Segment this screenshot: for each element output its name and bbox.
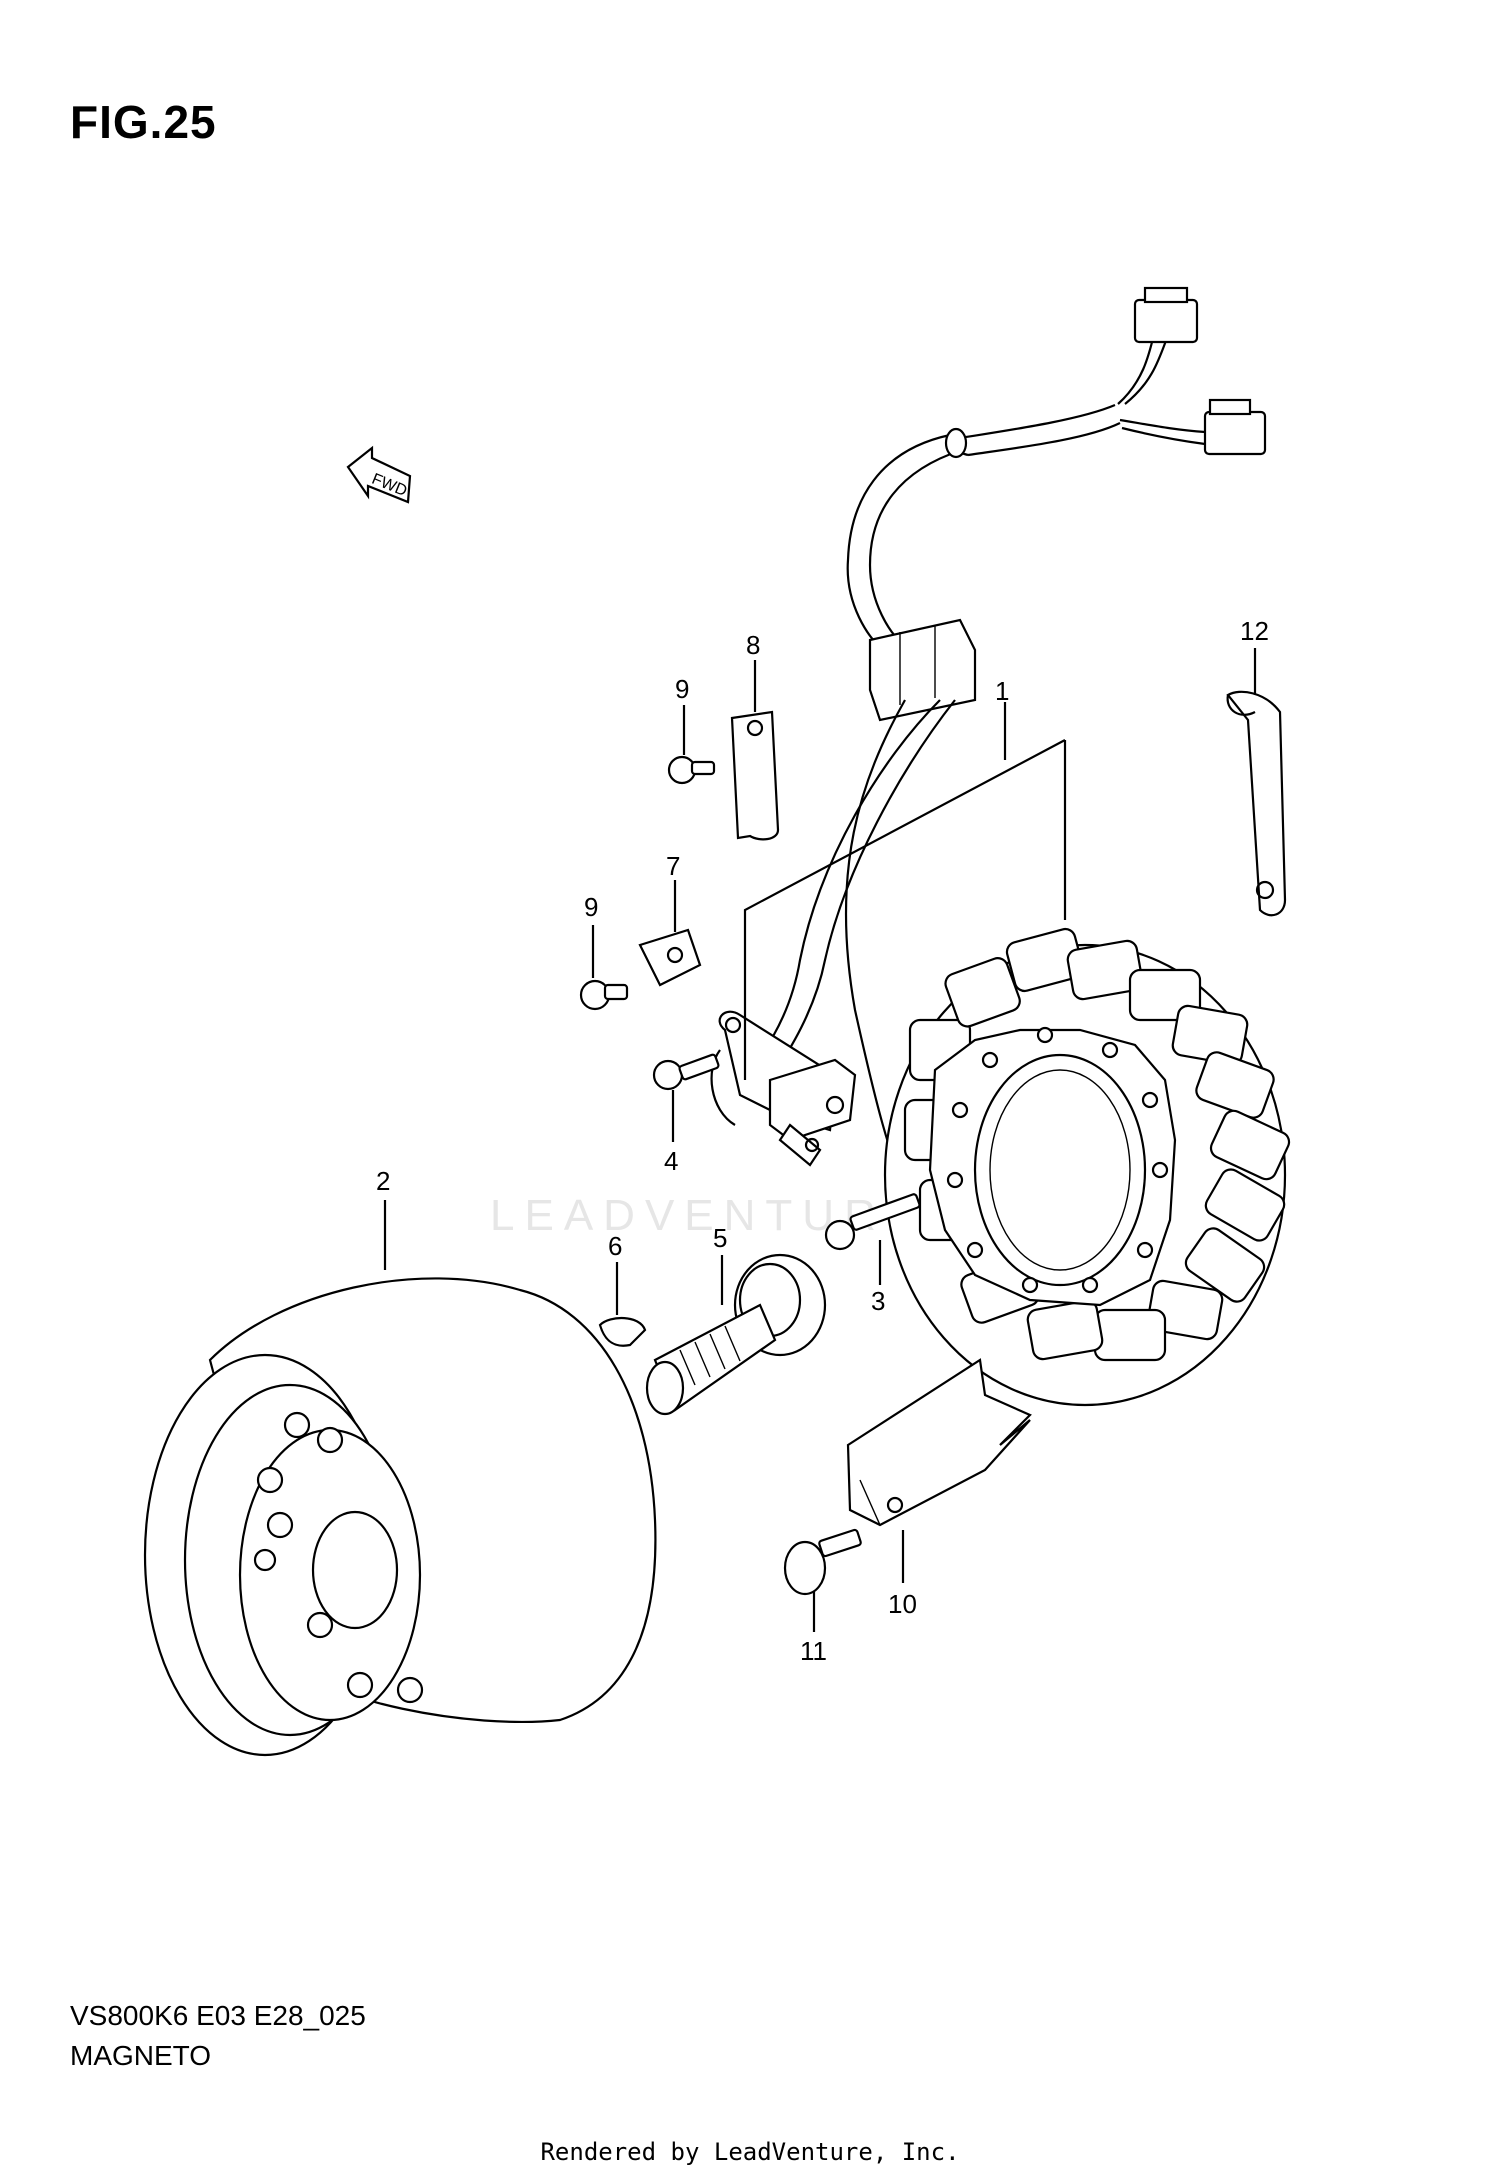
callout-9-upper: 9: [675, 674, 689, 704]
wire-clamp: [1226, 690, 1287, 917]
stator-coil-assembly: [883, 927, 1291, 1407]
figure-code: VS800K6 E03 E28_025: [70, 2000, 366, 2031]
cover-plate: [730, 710, 780, 841]
rotor-bolt: [645, 1253, 827, 1416]
callout-11: 11: [800, 1636, 827, 1666]
callout-10: 10: [888, 1589, 917, 1619]
figure-title: FIG.25: [70, 96, 217, 148]
callout-8: 8: [746, 630, 760, 660]
callout-7: 7: [666, 851, 680, 881]
bolt-11: [783, 1528, 862, 1596]
screw-4: [652, 1053, 720, 1091]
callout-1-leader: [743, 702, 1067, 1080]
flywheel-rotor: [143, 1277, 657, 1757]
guide-plate: [846, 1358, 1032, 1527]
screw-9-upper: [667, 755, 716, 785]
fwd-arrow-icon: FWD: [346, 445, 412, 504]
callout-2: 2: [376, 1166, 390, 1196]
screw-3: [824, 1193, 921, 1251]
woodruff-key: [598, 1317, 647, 1347]
pickup-coil: [710, 1010, 857, 1167]
callout-4: 4: [664, 1146, 678, 1176]
screw-9-lower: [579, 979, 629, 1011]
callout-6: 6: [608, 1231, 622, 1261]
callout-12: 12: [1240, 616, 1269, 646]
rendered-by-credit: Rendered by LeadVenture, Inc.: [540, 2138, 960, 2166]
figure-name: MAGNETO: [70, 2040, 212, 2071]
callout-3: 3: [871, 1286, 885, 1316]
callout-9-lower: 9: [584, 892, 598, 922]
clamp-plate: [638, 928, 702, 987]
callout-5: 5: [713, 1223, 727, 1253]
callout-1: 1: [995, 676, 1009, 706]
